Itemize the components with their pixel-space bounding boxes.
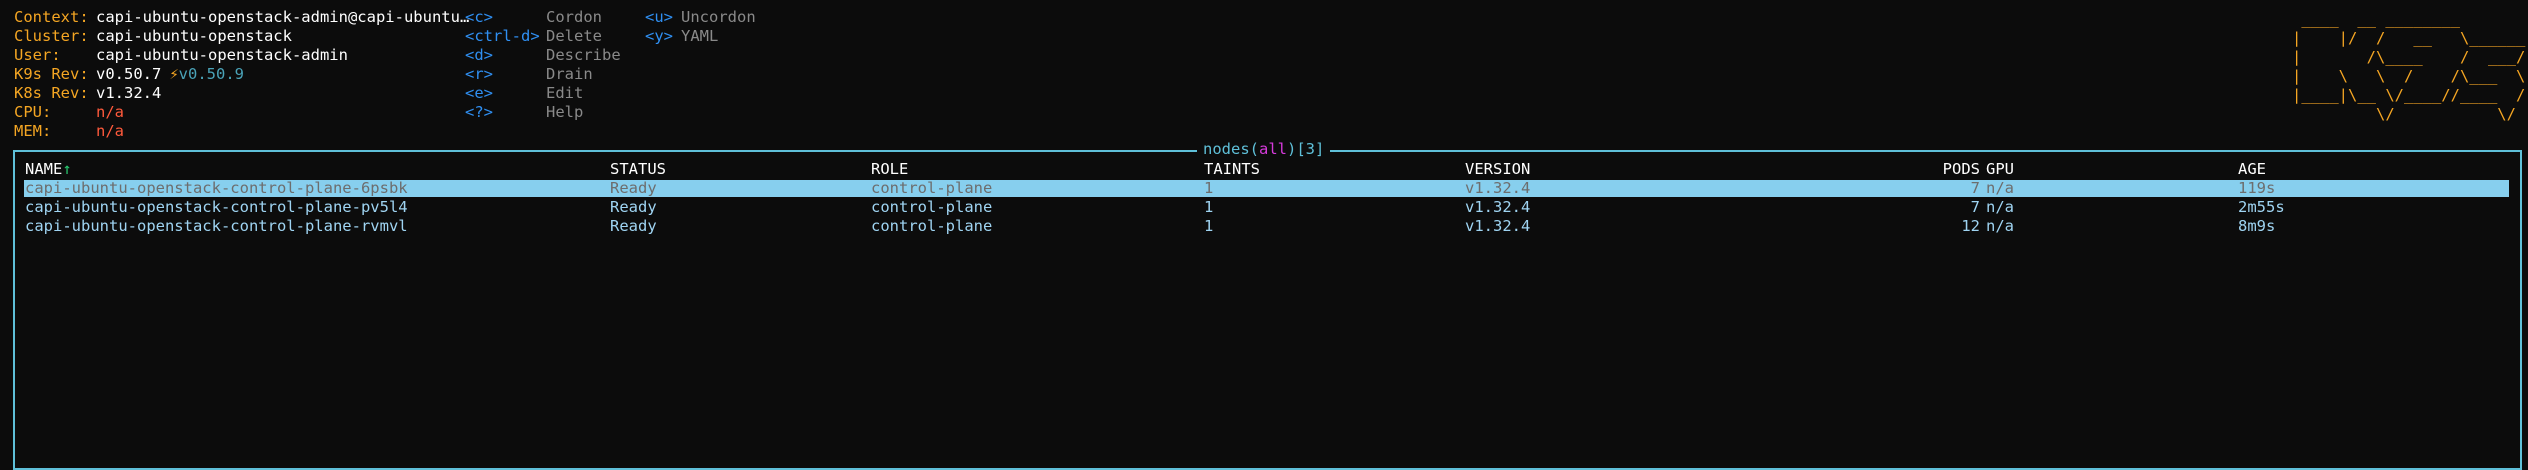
selected-row-highlight [24, 180, 2509, 197]
table-title: nodes(all)[3] [1197, 140, 1331, 159]
context-value: capi-ubuntu-openstack-admin@capi-ubuntu… [96, 8, 470, 26]
shortcut-cordon[interactable]: <c> Cordon [465, 8, 621, 27]
cluster-row: Cluster: capi-ubuntu-openstack [14, 27, 469, 46]
sort-ascending-icon: ↑ [62, 160, 72, 178]
cluster-info: Context: capi-ubuntu-openstack-admin@capi… [14, 8, 469, 141]
shortcut-edit[interactable]: <e> Edit [465, 84, 621, 103]
cell-version: v1.32.4 [1465, 179, 1531, 197]
col-header-role[interactable]: ROLE [871, 160, 909, 178]
shortcut-describe[interactable]: <d> Describe [465, 46, 621, 65]
shortcut-uncordon[interactable]: <u> Uncordon [645, 8, 756, 27]
shortcut-label: Describe [546, 46, 621, 64]
row-count: 3 [1305, 140, 1316, 158]
shortcut-label: YAML [681, 27, 719, 45]
user-value: capi-ubuntu-openstack-admin [96, 46, 348, 64]
context-label: Context: [14, 8, 89, 26]
col-header-pods[interactable]: PODS [1942, 160, 1980, 178]
col-header-name[interactable]: NAME↑ [25, 160, 72, 179]
k9s-rev-label: K9s Rev: [14, 65, 89, 83]
col-header-version[interactable]: VERSION [1465, 160, 1531, 178]
cell-role: control-plane [871, 179, 993, 197]
table-title-prefix: nodes( [1203, 140, 1259, 158]
mem-value: n/a [96, 122, 124, 140]
shortcut-label: Uncordon [681, 8, 756, 26]
context-row: Context: capi-ubuntu-openstack-admin@capi… [14, 8, 469, 27]
cpu-value: n/a [96, 103, 124, 121]
k9s-rev-value: v0.50.7 [96, 65, 162, 83]
cell-version: v1.32.4 [1465, 198, 1531, 216]
cell-pods: 7 [1970, 179, 1980, 197]
col-header-taints[interactable]: TAINTS [1204, 160, 1260, 178]
shortcut-delete[interactable]: <ctrl-d> Delete [465, 27, 621, 46]
user-row: User: capi-ubuntu-openstack-admin [14, 46, 469, 65]
cell-gpu: n/a [1986, 179, 2014, 197]
cell-gpu: n/a [1986, 198, 2014, 216]
k9s-upgrade-version: v0.50.9 [178, 65, 244, 83]
cell-pods: 12 [1961, 217, 1980, 235]
shortcut-hints-secondary: <u> Uncordon <y> YAML [645, 8, 756, 46]
namespace-filter: all [1259, 140, 1287, 158]
shortcut-key: <ctrl-d> [465, 27, 540, 45]
cell-taints: 1 [1204, 179, 1214, 197]
shortcut-key: <u> [645, 8, 673, 26]
cell-name: capi-ubuntu-openstack-control-plane-pv5l… [25, 198, 408, 216]
col-header-name-label: NAME [25, 160, 63, 178]
k9s-rev-row: K9s Rev: v0.50.7 ⚡v0.50.9 [14, 65, 469, 84]
k8s-rev-label: K8s Rev: [14, 84, 89, 102]
cell-age: 119s [2238, 179, 2276, 197]
col-header-status[interactable]: STATUS [610, 160, 666, 178]
shortcut-hints-primary: <c> Cordon <ctrl-d> Delete <d> Describe <r>… [465, 8, 621, 122]
col-header-age[interactable]: AGE [2238, 160, 2266, 178]
cell-age: 8m9s [2238, 217, 2276, 235]
cpu-label: CPU: [14, 103, 52, 121]
shortcut-key: <d> [465, 46, 493, 64]
cell-status: Ready [610, 198, 657, 216]
shortcut-key: <?> [465, 103, 493, 121]
shortcut-label: Edit [546, 84, 584, 102]
shortcut-label: Delete [546, 27, 602, 45]
cell-pods: 7 [1970, 198, 1980, 216]
cell-taints: 1 [1204, 198, 1214, 216]
k8s-rev-row: K8s Rev: v1.32.4 [14, 84, 469, 103]
table-title-mid: )[ [1287, 140, 1306, 158]
shortcut-label: Drain [546, 65, 593, 83]
shortcut-label: Help [546, 103, 584, 121]
shortcut-help[interactable]: <?> Help [465, 103, 621, 122]
k8s-rev-value: v1.32.4 [96, 84, 162, 102]
cell-role: control-plane [871, 198, 993, 216]
shortcut-key: <c> [465, 8, 493, 26]
k9s-logo: ____ __ ________ | |/ / __ \______ | /\_… [2292, 10, 2526, 123]
shortcut-key: <e> [465, 84, 493, 102]
cell-age: 2m55s [2238, 198, 2285, 216]
cell-version: v1.32.4 [1465, 217, 1531, 235]
mem-label: MEM: [14, 122, 52, 140]
shortcut-key: <r> [465, 65, 493, 83]
cluster-value: capi-ubuntu-openstack [96, 27, 292, 45]
cpu-row: CPU: n/a [14, 103, 469, 122]
shortcut-drain[interactable]: <r> Drain [465, 65, 621, 84]
cell-name: capi-ubuntu-openstack-control-plane-rvmv… [25, 217, 408, 235]
shortcut-yaml[interactable]: <y> YAML [645, 27, 756, 46]
col-header-gpu[interactable]: GPU [1986, 160, 2014, 178]
cell-status: Ready [610, 217, 657, 235]
cluster-label: Cluster: [14, 27, 89, 45]
table-title-suffix: ] [1315, 140, 1325, 158]
cell-role: control-plane [871, 217, 993, 235]
cell-taints: 1 [1204, 217, 1214, 235]
lightning-bolt-icon: ⚡ [169, 65, 179, 83]
mem-row: MEM: n/a [14, 122, 469, 141]
shortcut-label: Cordon [546, 8, 602, 26]
cell-gpu: n/a [1986, 217, 2014, 235]
cell-name: capi-ubuntu-openstack-control-plane-6psb… [25, 179, 408, 197]
user-label: User: [14, 46, 61, 64]
cell-status: Ready [610, 179, 657, 197]
shortcut-key: <y> [645, 27, 673, 45]
